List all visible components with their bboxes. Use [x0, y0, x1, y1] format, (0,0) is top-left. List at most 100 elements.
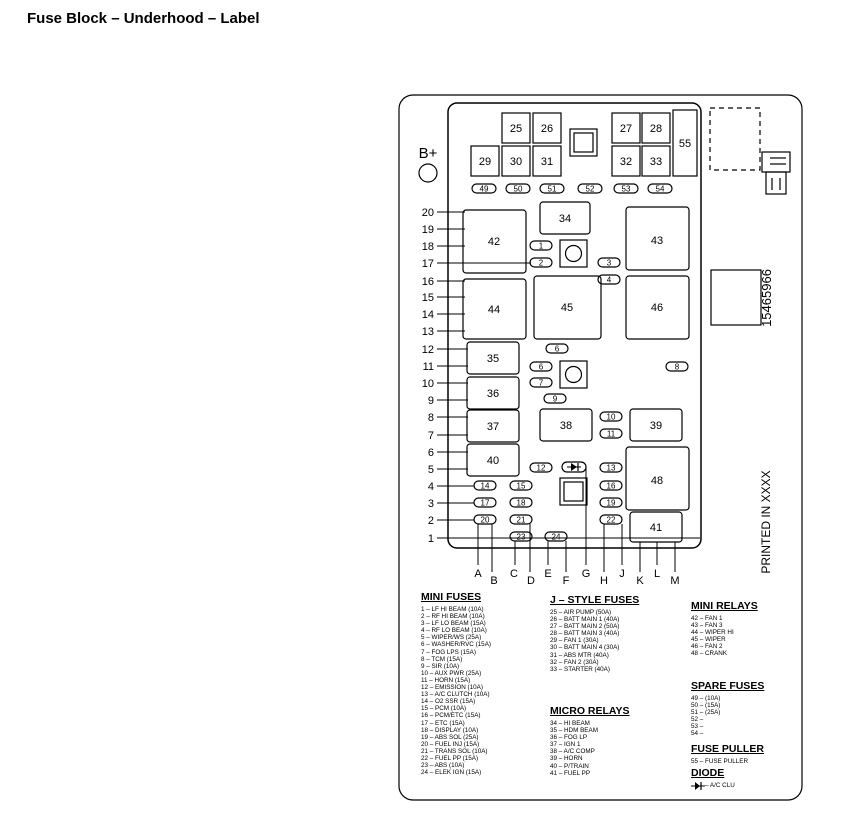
relay-46	[625, 275, 690, 340]
label-40: 40	[487, 455, 499, 467]
legend-item: 48 – CRANK	[691, 650, 728, 658]
bolt-post-mid	[559, 239, 588, 268]
left-number-1: 1	[428, 533, 434, 545]
label-m21: 21	[517, 516, 526, 525]
left-number-13: 13	[422, 326, 434, 338]
label-m10: 10	[607, 413, 616, 422]
spare-fuse-50	[505, 183, 531, 194]
legend-item: 8 – TCM (15A)	[421, 655, 463, 663]
fuse-24	[544, 531, 568, 542]
fuse-27	[611, 112, 641, 144]
left-number-4: 4	[428, 481, 434, 493]
label-55: 55	[679, 138, 691, 150]
label-m17: 17	[481, 499, 490, 508]
legend-diode-list: – A/C CLU	[705, 782, 735, 789]
legend-item: 33 – STARTER (40A)	[550, 665, 610, 673]
left-number-12: 12	[422, 344, 434, 356]
left-number-5: 5	[428, 464, 434, 476]
legend-item: 22 – FUEL PP (15A)	[421, 754, 479, 762]
label-m6: 6	[539, 363, 544, 372]
label-41: 41	[650, 522, 662, 534]
left-number-14: 14	[422, 309, 434, 321]
legend-mini-fuses-title: MINI FUSES	[421, 591, 482, 603]
relay-38	[539, 408, 593, 442]
legend-item: 39 – HORN	[550, 755, 583, 763]
spare-fuse-52	[577, 183, 603, 194]
legend-item: – A/C CLU	[705, 782, 735, 790]
fuse-21	[509, 514, 533, 525]
legend-item: 38 – A/C COMP	[550, 748, 595, 756]
label-m22: 22	[607, 516, 616, 525]
legend-item: 43 – FAN 3	[691, 622, 723, 630]
b-plus-label: B+	[419, 145, 438, 162]
relay-43	[625, 206, 690, 271]
legend-item: 31 – ABS MTR (40A)	[550, 651, 609, 659]
fuse-13	[599, 462, 623, 473]
fuse-32	[611, 145, 641, 177]
legend-item: 32 – FAN 2 (30A)	[550, 658, 599, 666]
label-28: 28	[650, 123, 662, 135]
page-title: Fuse Block – Underhood – Label	[27, 10, 260, 27]
label-m1: 1	[539, 242, 544, 251]
legend-spare-fuses: SPARE FUSES 49 – (10A)50 – (15A)51 – (25…	[691, 680, 764, 738]
fuse-18	[509, 497, 533, 508]
legend-mini-fuses: MINI FUSES 1 – LF HI BEAM (10A)2 – RF HI…	[421, 591, 491, 776]
label-33: 33	[650, 156, 662, 168]
legend-item: 13 – A/C CLUTCH (10A)	[421, 691, 490, 699]
label-m8: 8	[675, 363, 680, 372]
legend-item: 34 – HI BEAM	[550, 720, 590, 727]
label-50: 50	[514, 185, 523, 194]
legend-item: 2 – RF HI BEAM (10A)	[421, 613, 485, 621]
bottom-leader-lines	[477, 467, 676, 572]
label-30: 30	[510, 156, 522, 168]
legend-diode: DIODE – A/C CLU	[691, 767, 735, 790]
label-m18: 18	[517, 499, 526, 508]
bottom-letter-k: K	[636, 575, 644, 587]
label-m13: 13	[607, 464, 616, 473]
label-37: 37	[487, 421, 499, 433]
legend-item: 49 – (10A)	[691, 695, 721, 702]
legend-item: 24 – ELEK IGN (15A)	[421, 769, 482, 777]
bottom-letter-d: D	[527, 575, 535, 587]
fuse-4	[597, 274, 621, 285]
legend-j-style-fuses: J – STYLE FUSES 25 – AIR PUMP (50A)26 – …	[550, 594, 639, 673]
left-number-16: 16	[422, 276, 434, 288]
label-m20: 20	[481, 516, 490, 525]
fuse-28	[641, 112, 671, 144]
fuse-11	[599, 428, 623, 439]
bottom-letter-e: E	[544, 568, 551, 580]
spare-fuse-49	[471, 183, 497, 194]
left-number-20: 20	[422, 207, 434, 219]
label-43: 43	[651, 235, 663, 247]
fuse-12	[529, 462, 553, 473]
fuse-puller-55	[672, 109, 698, 177]
fuse-7	[529, 377, 553, 388]
fuse-19	[599, 497, 623, 508]
legend-item: 20 – FUEL INJ (15A)	[421, 740, 480, 748]
left-number-17: 17	[422, 258, 434, 270]
legend-item: 14 – O2 SSR (15A)	[421, 698, 476, 706]
left-number-8: 8	[428, 412, 434, 424]
legend-item: 1 – LF HI BEAM (10A)	[421, 606, 484, 613]
label-m12: 12	[537, 464, 546, 473]
printed-in-label: PRINTED IN XXXX	[759, 470, 773, 573]
legend-item: 54 –	[691, 730, 704, 738]
label-51: 51	[548, 185, 557, 194]
label-29: 29	[479, 156, 491, 168]
left-number-18: 18	[422, 241, 434, 253]
left-number-3: 3	[428, 498, 434, 510]
label-m7: 7	[539, 379, 544, 388]
label-m24: 24	[552, 533, 561, 542]
label-36: 36	[487, 388, 499, 400]
legend-item: 21 – TRANS SOL (10A)	[421, 747, 488, 755]
bottom-letter-l: L	[654, 568, 660, 580]
relay-35	[466, 341, 520, 375]
legend-item: 53 –	[691, 723, 704, 731]
legend-item: 36 – FOG LP	[550, 734, 588, 742]
fuse-puller-icon	[761, 151, 791, 195]
bottom-letter-h: H	[600, 575, 608, 587]
